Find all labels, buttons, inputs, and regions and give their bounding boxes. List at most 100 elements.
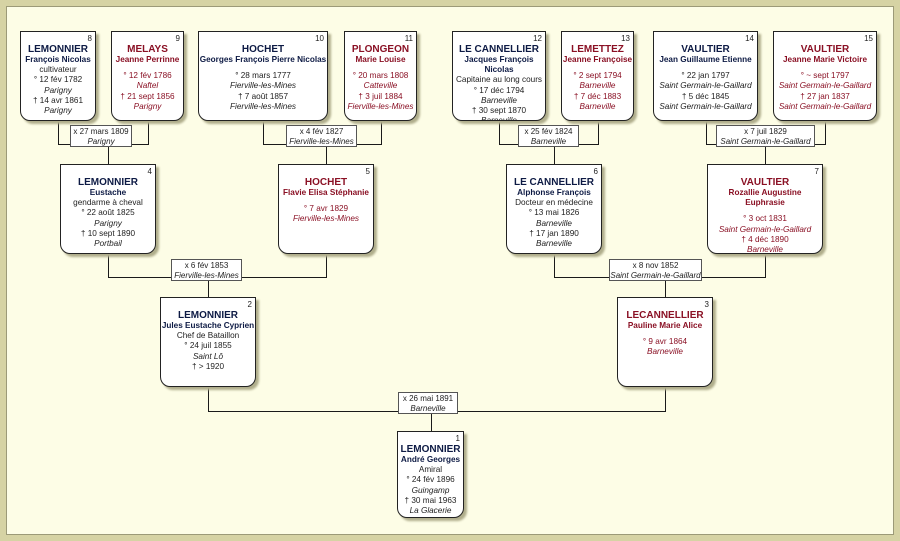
sosa-number: 1 [455, 434, 460, 443]
connector-line [665, 277, 666, 297]
birth-place: Saint Germain-le-Gaillard [718, 224, 812, 234]
person-surname: LEMETTEZ [571, 44, 624, 55]
death-place: Barneville [747, 245, 783, 254]
person-surname: LECANNELLIER [626, 310, 704, 321]
birth-date: ° 24 fév 1896 [406, 475, 455, 485]
death-date: † 21 sept 1856 [120, 91, 175, 101]
marriage-date: x 7 juil 1829 [744, 127, 787, 136]
connector-line [263, 121, 264, 144]
marriage-date: x 8 nov 1852 [632, 261, 679, 270]
birth-place: Saint Lô [192, 351, 224, 361]
connector-line [554, 144, 555, 164]
person-given-names: Marie Louise [355, 55, 406, 64]
person-given-names: Eustache [89, 188, 127, 197]
birth-date: ° 2 sept 1794 [573, 71, 622, 81]
connector-line [499, 121, 500, 144]
connector-line [706, 121, 707, 144]
birth-place: Barneville [647, 347, 683, 357]
person-surname: VAULTIER [681, 44, 730, 55]
marriage-place: Fierville-les-Mines [174, 270, 239, 280]
person-surname: LEMONNIER [400, 444, 461, 455]
birth-place: Parigny [44, 85, 72, 95]
birth-place: Guingamp [411, 485, 450, 495]
birth-place: Saint Germain-le-Gaillard [778, 81, 872, 91]
person-given-names: Flavie Elisa Stéphanie [282, 188, 369, 197]
marriage-place: Barneville [410, 403, 446, 413]
birth-date: ° 22 jan 1797 [681, 71, 730, 81]
person-given-names: Jacques François Nicolas [464, 55, 534, 75]
marriage-date: x 4 fév 1827 [299, 127, 344, 136]
marriage-date: x 25 fév 1824 [524, 127, 573, 136]
death-date: † 10 sept 1890 [80, 228, 136, 238]
birth-date: ° 3 oct 1831 [743, 214, 787, 224]
birth-place: Naftel [136, 81, 159, 91]
death-date: † 3 juil 1884 [358, 91, 403, 101]
sosa-number: 2 [247, 300, 252, 309]
connector-line [765, 144, 766, 164]
connector-line [431, 411, 432, 431]
connector-line [326, 254, 327, 277]
connector-line [208, 387, 209, 411]
birth-place: Saint Germain-le-Gaillard [659, 81, 752, 91]
death-place: Barneville [536, 239, 572, 249]
person-given-names: Rozallie Augustine Euphrasie [728, 188, 802, 208]
person-given-names: Georges François Pierre Nicolas [199, 55, 327, 64]
person-surname: HOCHET [304, 177, 348, 188]
sosa-number: 9 [175, 34, 180, 43]
connector-line [381, 121, 382, 144]
person-given-names: Jules Eustache Cyprien [161, 321, 255, 330]
person-surname: VAULTIER [740, 177, 790, 188]
person-occupation: Amiral [418, 465, 443, 475]
connector-line [108, 144, 109, 164]
birth-place: Catteville [363, 81, 398, 91]
connector-line [108, 254, 109, 277]
person-surname: LEMONNIER [178, 310, 238, 321]
sosa-number: 14 [745, 34, 754, 43]
person-occupation: cultivateur [39, 65, 77, 75]
birth-date: ° 17 déc 1794 [473, 85, 525, 95]
person-surname: MELAYS [127, 44, 168, 55]
marriage-place: Parigny [87, 136, 115, 146]
birth-date: ° 12 fév 1782 [33, 75, 83, 85]
person-given-names: Pauline Marie Alice [627, 321, 703, 330]
connector-line [765, 254, 766, 277]
connector-line [825, 121, 826, 144]
death-date: † 27 jan 1837 [800, 91, 850, 101]
death-date: † 7 août 1857 [237, 91, 289, 101]
death-date: † 30 sept 1870 [471, 106, 527, 116]
death-date: † 7 déc 1883 [573, 91, 622, 101]
person-given-names: Alphonse François [517, 188, 591, 197]
birth-date: ° 12 fév 1786 [123, 71, 172, 81]
sosa-number: 11 [404, 34, 413, 43]
birth-place: Fierville-les-Mines [293, 214, 359, 224]
connector-line [554, 254, 555, 277]
birth-date: ° 7 avr 1829 [303, 204, 349, 214]
death-date: † 5 déc 1845 [681, 91, 730, 101]
person-given-names: Jeanne Perrinne [115, 55, 180, 64]
connector-line [326, 144, 327, 164]
death-place: La Glacerie [409, 506, 452, 516]
